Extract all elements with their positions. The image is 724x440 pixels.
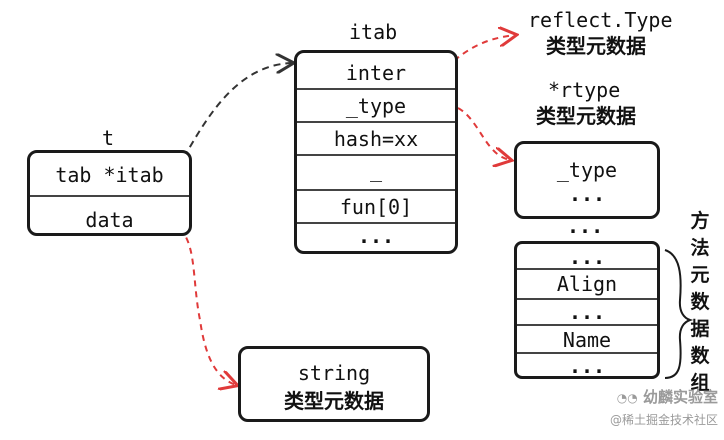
- itab-field-type: _type: [345, 94, 407, 118]
- itab-field-underscore: _: [369, 158, 383, 182]
- string-name: string: [297, 361, 371, 385]
- watermark-line2: @稀土掘金技术社区: [609, 413, 718, 427]
- rtype-name: *rtype: [548, 78, 621, 102]
- itab-divider: [297, 121, 455, 123]
- reflect-type-name: reflect.Type: [528, 8, 673, 32]
- string-box: string 类型元数据: [238, 346, 430, 422]
- t-divider: [30, 195, 189, 197]
- reflect-type-desc: 类型元数据: [546, 34, 646, 58]
- arrow-type-to-rtype: [457, 107, 510, 160]
- method-array-brace: [664, 249, 694, 379]
- itab-divider: [297, 88, 455, 90]
- itab-divider: [297, 222, 455, 224]
- string-desc: 类型元数据: [284, 389, 384, 413]
- watermark-line1: 幼麟实验室: [642, 388, 718, 406]
- method-label-char: 法: [690, 237, 710, 259]
- between-ellipsis: ...: [567, 214, 604, 238]
- method-row-name: Name: [562, 328, 612, 352]
- itab-field-hash: hash=xx: [333, 127, 419, 151]
- method-label-char: 数: [690, 345, 710, 367]
- wechat-icon: ◔◔: [616, 391, 638, 405]
- method-divider: [517, 352, 657, 354]
- t-field-data: data: [85, 208, 134, 232]
- method-label-char: 方: [690, 210, 710, 232]
- itab-field-inter: inter: [345, 61, 407, 85]
- itab-divider: [297, 154, 455, 156]
- rtype-field-ellipsis: ...: [568, 182, 606, 206]
- method-array-label: 方 法 元 数 据 数 组: [688, 208, 712, 397]
- method-row-ellipsis: ...: [568, 300, 606, 324]
- watermark: ◔◔ 幼麟实验室 @稀土掘金技术社区: [568, 386, 718, 428]
- method-row-ellipsis: ...: [568, 245, 606, 269]
- itab-box: inter _type hash=xx _ fun[0] ...: [294, 50, 458, 254]
- method-label-char: 组: [690, 372, 710, 394]
- method-row-ellipsis: ...: [568, 354, 606, 378]
- itab-field-ellipsis: ...: [357, 224, 395, 248]
- method-divider: [517, 298, 657, 300]
- itab-divider: [297, 189, 455, 191]
- method-array-box: ... Align ... Name ...: [514, 241, 660, 379]
- method-row-align: Align: [556, 272, 618, 296]
- arrow-data-to-string: [159, 219, 236, 385]
- rtype-desc: 类型元数据: [536, 104, 636, 128]
- rtype-field-type: _type: [556, 158, 618, 182]
- method-divider: [517, 324, 657, 326]
- itab-title: itab: [349, 20, 398, 44]
- itab-field-fun0: fun[0]: [339, 195, 413, 219]
- rtype-box: _type ...: [514, 141, 660, 219]
- watermark-title: ◔◔ 幼麟实验室: [568, 386, 718, 407]
- arrow-tab-to-itab: [177, 63, 292, 169]
- t-box: tab *itab data: [27, 150, 192, 236]
- method-label-char: 数: [690, 291, 710, 313]
- t-title: t: [102, 126, 115, 150]
- method-label-char: 据: [690, 318, 710, 340]
- method-divider: [517, 268, 657, 270]
- method-label-char: 元: [690, 264, 710, 286]
- t-field-tab: tab *itab: [55, 163, 164, 187]
